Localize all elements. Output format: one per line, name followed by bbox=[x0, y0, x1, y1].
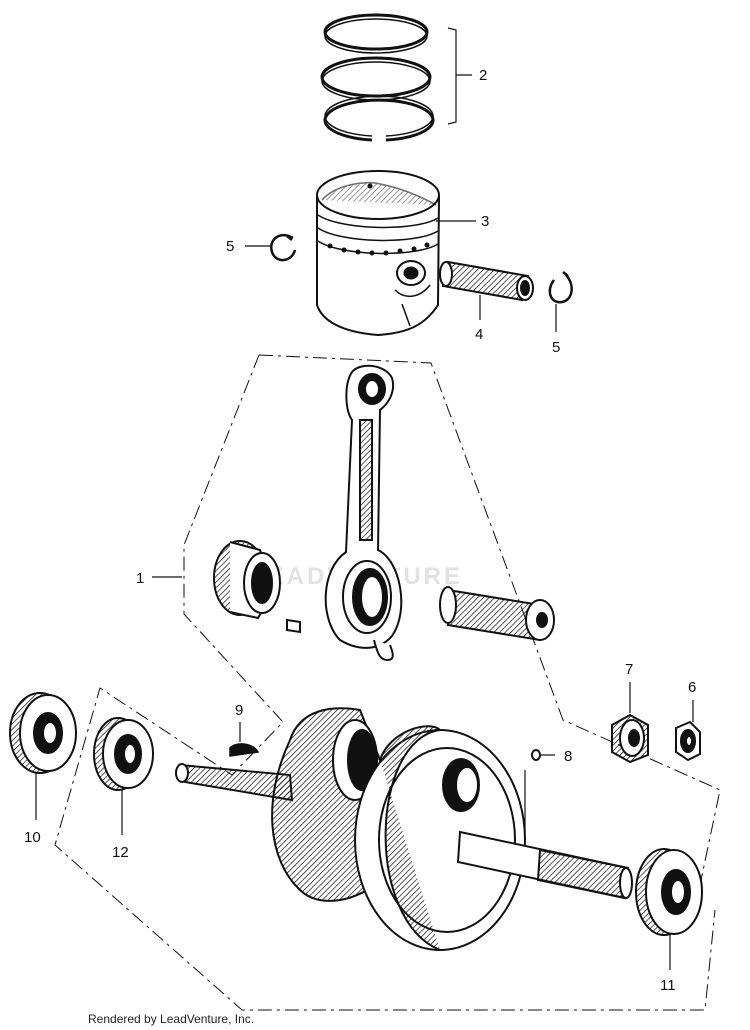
callout-7: 7 bbox=[625, 661, 633, 678]
callout-9: 9 bbox=[235, 702, 243, 719]
callout-4: 4 bbox=[475, 326, 483, 343]
drive-gear-7 bbox=[611, 713, 649, 764]
piston bbox=[316, 170, 440, 337]
conrod-assembly-outline bbox=[54, 354, 721, 1011]
callout-8: 8 bbox=[564, 748, 572, 765]
crank-key-pin bbox=[286, 618, 301, 634]
crank-pin bbox=[439, 586, 555, 642]
nut-6 bbox=[675, 720, 701, 762]
footer-credit: Rendered by LeadVenture, Inc. bbox=[88, 1012, 255, 1026]
callout-5-left: 5 bbox=[226, 238, 234, 255]
pin-clip-left bbox=[269, 233, 297, 262]
connecting-rod bbox=[324, 364, 403, 662]
ball-bearing-10 bbox=[9, 692, 77, 774]
callout-1: 1 bbox=[136, 570, 144, 587]
needle-bearing bbox=[213, 540, 281, 620]
piston-pin bbox=[439, 260, 534, 302]
callout-11: 11 bbox=[660, 977, 676, 994]
callout-10: 10 bbox=[24, 829, 41, 846]
ball-bearing-11 bbox=[635, 848, 703, 936]
dowel-pin-8 bbox=[531, 749, 541, 761]
callout-12: 12 bbox=[112, 844, 129, 861]
callout-5-right: 5 bbox=[552, 339, 560, 356]
piston-rings bbox=[320, 13, 435, 142]
callout-3: 3 bbox=[481, 213, 489, 230]
callout-2: 2 bbox=[479, 67, 487, 84]
ball-bearing-12 bbox=[93, 717, 154, 791]
callout-6: 6 bbox=[688, 679, 696, 696]
leader-lines bbox=[35, 220, 694, 970]
pin-clip-right bbox=[548, 271, 573, 304]
crankshaft bbox=[175, 707, 633, 951]
bracket-2 bbox=[447, 27, 472, 125]
woodruff-key bbox=[229, 743, 260, 757]
